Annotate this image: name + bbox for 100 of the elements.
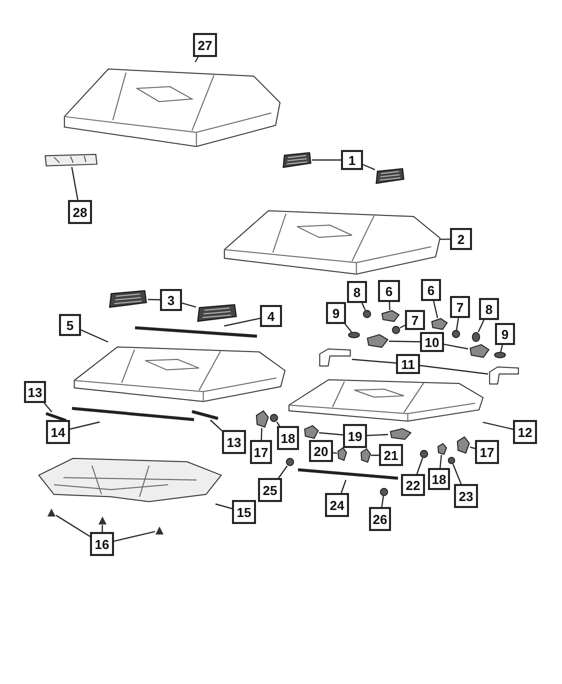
vent-drawing <box>196 304 238 322</box>
leader-line <box>80 329 108 343</box>
seal-strip-drawing <box>46 412 66 422</box>
leader-line <box>102 524 103 532</box>
clip-drawing <box>365 334 389 348</box>
clip-drawing <box>303 425 319 439</box>
clip-drawing <box>388 428 412 440</box>
leader-line <box>440 454 442 468</box>
leader-line <box>456 318 459 330</box>
callout-number: 25 <box>258 478 282 502</box>
leader-line <box>276 422 280 426</box>
callout-number: 7 <box>450 296 470 318</box>
fastener-drawing <box>348 332 360 338</box>
fastener-drawing <box>286 458 294 466</box>
seal-strip-drawing <box>298 468 398 480</box>
callout-number: 12 <box>513 420 537 444</box>
leader-line <box>318 432 344 436</box>
callout-number: 18 <box>428 468 450 490</box>
leader-line <box>352 358 396 364</box>
leader-line <box>440 238 450 240</box>
leader-line <box>278 466 288 478</box>
leader-line <box>224 318 260 327</box>
fastener-drawing <box>363 310 371 318</box>
callout-number: 13 <box>222 430 246 454</box>
leader-line <box>362 164 376 170</box>
leader-line <box>114 530 156 542</box>
leader-line <box>361 302 366 310</box>
clip-drawing <box>337 447 347 461</box>
leader-line <box>366 434 388 436</box>
leader-line <box>452 464 462 484</box>
fastener-drawing <box>472 332 480 342</box>
callout-number: 8 <box>347 281 367 303</box>
callout-number: 9 <box>495 323 515 345</box>
fastener-drawing <box>392 326 400 334</box>
leader-line <box>416 458 424 474</box>
leader-line <box>215 503 232 510</box>
callout-number: 8 <box>479 298 499 320</box>
leader-line <box>500 344 503 352</box>
clip-drawing <box>437 443 447 455</box>
clip-drawing <box>255 410 269 428</box>
leader-line <box>400 324 406 328</box>
handle-drawing <box>318 348 352 368</box>
clip-drawing <box>468 344 490 358</box>
fastener-drawing <box>380 488 388 496</box>
callout-number: 5 <box>59 314 81 336</box>
clip-drawing <box>430 318 448 330</box>
leader-line <box>388 340 420 342</box>
leader-line <box>344 324 352 332</box>
callout-number: 6 <box>421 279 441 301</box>
fastener-drawing <box>420 450 428 458</box>
callout-number: 28 <box>68 200 92 224</box>
fastener-drawing <box>270 414 278 422</box>
leader-line <box>482 422 514 430</box>
handle-drawing <box>488 366 520 386</box>
leader-line <box>388 302 390 310</box>
seal-strip-drawing <box>72 406 194 422</box>
callout-number: 16 <box>90 532 114 556</box>
leader-line <box>210 420 222 432</box>
callout-number: 3 <box>160 289 182 311</box>
leader-line <box>478 320 484 332</box>
callout-number: 1 <box>341 150 363 170</box>
callout-number: 7 <box>405 310 425 330</box>
leader-line <box>470 446 476 450</box>
clip-drawing <box>360 448 371 463</box>
callout-number: 17 <box>475 440 499 464</box>
leader-line <box>312 159 341 161</box>
callout-number: 21 <box>379 444 403 466</box>
callout-number: 4 <box>260 305 282 327</box>
callout-number: 17 <box>250 440 272 464</box>
vent-drawing <box>375 168 405 184</box>
leader-line <box>381 496 384 508</box>
leader-line <box>420 364 488 375</box>
callout-number: 26 <box>369 507 391 531</box>
callout-number: 15 <box>232 500 256 524</box>
callout-number: 20 <box>309 440 333 462</box>
leader-line <box>71 166 78 200</box>
leader-line <box>444 344 468 350</box>
clip-drawing <box>380 310 400 322</box>
liner-drawing <box>35 456 225 504</box>
leader-line <box>332 452 338 454</box>
callout-number: 13 <box>24 381 46 403</box>
callout-number: 10 <box>420 332 444 352</box>
leader-line <box>56 514 90 538</box>
tray-drawing <box>43 153 98 167</box>
fastener-drawing <box>452 330 460 338</box>
seal-strip-drawing <box>135 326 257 338</box>
clip-drawing <box>456 436 470 454</box>
seal-strip-drawing <box>192 410 218 420</box>
leader-line <box>260 428 262 440</box>
fastener-drawing <box>494 352 506 358</box>
leader-line <box>70 421 100 430</box>
leader-line <box>370 454 380 456</box>
leader-line <box>182 302 196 308</box>
callout-number: 18 <box>277 426 299 450</box>
pin-drawing <box>155 526 164 535</box>
leader-line <box>433 300 438 318</box>
callout-number: 24 <box>325 493 349 517</box>
callout-number: 22 <box>401 474 425 496</box>
leader-line <box>44 402 52 412</box>
callout-number: 11 <box>396 354 420 374</box>
